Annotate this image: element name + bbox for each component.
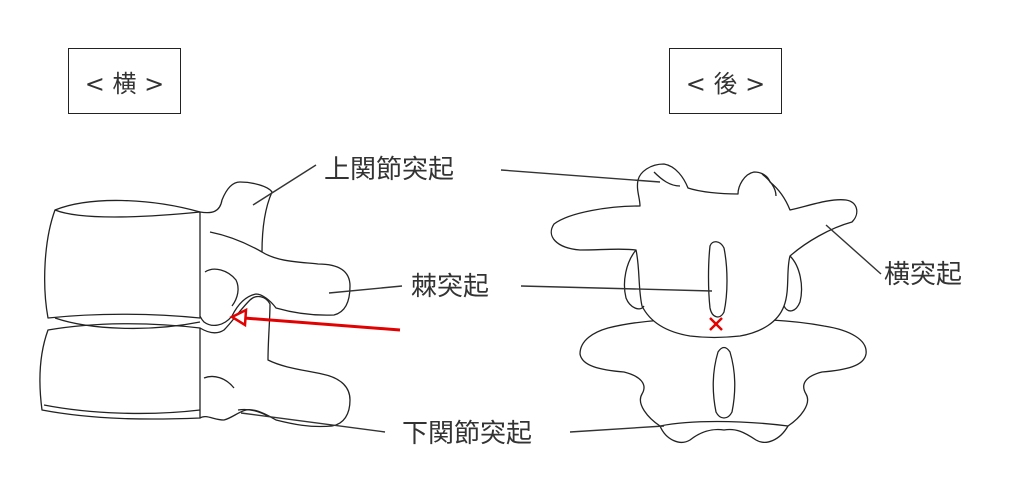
side-view-title-text: < 横 > (84, 69, 165, 98)
lower-vertebral-body (39, 323, 206, 420)
label-spinous-process: 棘突起 (411, 272, 490, 302)
label-inferior-articular-process: 下関節突起 (402, 419, 533, 449)
upper-vertebral-body (44, 199, 205, 319)
red-arrow (229, 307, 401, 332)
upper-posterior-elements (199, 181, 351, 327)
lower-posterior-elements (199, 295, 351, 428)
back-view-title-text: < 後 > (685, 69, 766, 98)
lower-vertebra-back (579, 318, 867, 443)
side-view-vertebrae (39, 181, 351, 428)
back-view-title: < 後 > (669, 48, 782, 114)
side-view-title: < 横 > (68, 48, 181, 114)
spinous-process (707, 241, 728, 318)
label-superior-articular-process: 上関節突起 (324, 155, 455, 185)
label-transverse-process: 横突起 (884, 260, 963, 290)
back-view-vertebrae (550, 163, 867, 443)
leader-lines (240, 164, 882, 433)
upper-vertebra-back (550, 163, 858, 339)
red-x-mark (709, 317, 723, 331)
